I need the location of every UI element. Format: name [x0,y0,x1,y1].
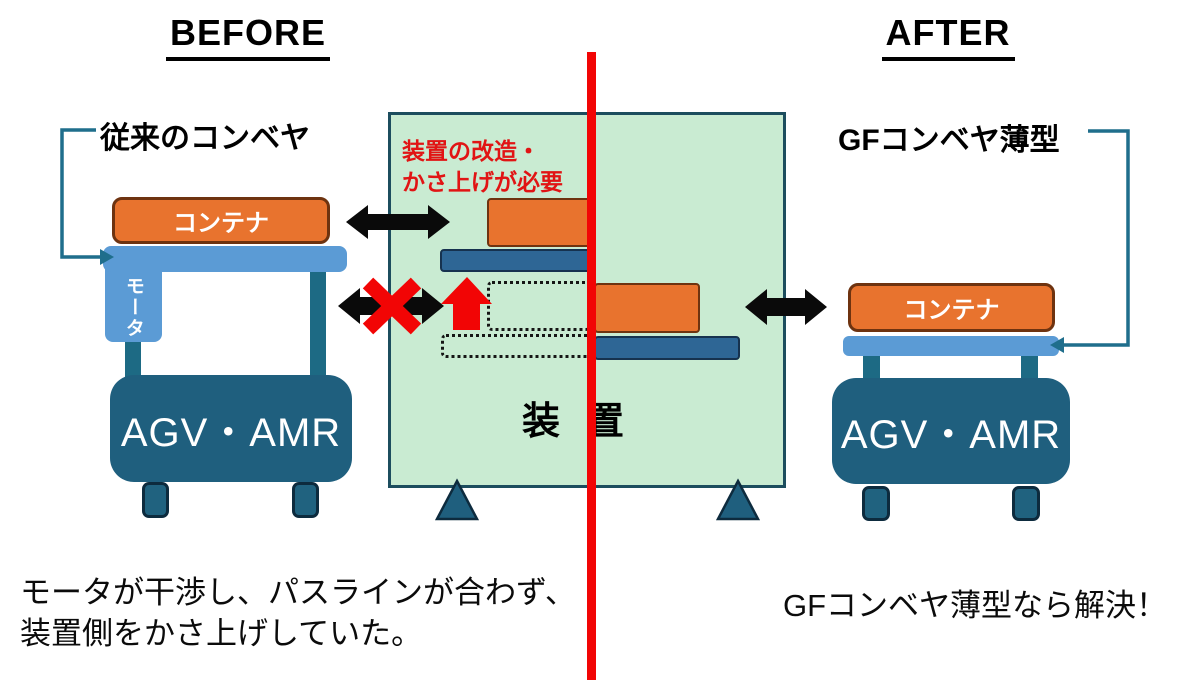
equipment-raised-container [487,198,592,247]
warning-line-2: かさ上げが必要 [402,169,563,195]
after-conveyor-label: GFコンベヤ薄型 [838,124,1060,157]
before-after-divider-line [587,52,596,680]
after-pointer-elbow-arrow-icon [1050,129,1130,353]
after-title: AFTER [828,12,1068,61]
before-conveyor-bar [103,246,347,272]
warning-line-1: 装置の改造・ [402,138,540,164]
before-caption-line-2: 装置側をかさ上げしていた。 [20,616,423,651]
after-leg-right [1021,356,1038,380]
equipment-original-conveyor-outline [441,334,592,358]
after-container-label: コンテナ [903,297,1000,324]
after-thin-conveyor-bar [843,336,1059,356]
equipment-label: 装置 [522,401,651,443]
before-agv-body: AGV・AMR [110,375,352,482]
before-leg-right [310,270,326,377]
before-conveyor-label: 従来のコンベヤ [100,122,310,155]
before-wheel-right [292,482,319,518]
before-caption-line-1: モータが干渉し、パスラインが合わず、 [20,575,576,610]
before-container-box: コンテナ [112,197,330,244]
equipment-warning-text: 装置の改造・ かさ上げが必要 [402,136,563,198]
before-wheel-left [142,482,169,518]
after-agv-body: AGV・AMR [832,378,1070,484]
before-caption: モータが干渉し、パスラインが合わず、 装置側をかさ上げしていた。 [20,572,576,654]
equipment-after-conveyor-bar [594,336,740,360]
before-container-label: コンテナ [173,210,269,237]
before-agv-label: AGV・AMR [120,410,342,455]
before-title: BEFORE [128,12,368,61]
after-leg-left [863,356,880,380]
equipment-after-container [594,283,700,333]
after-wheel-left [862,486,890,521]
equipment-original-container-outline [487,281,591,331]
before-motor-label: モータ [123,276,144,339]
after-container-box: コンテナ [848,283,1055,332]
after-agv-label: AGV・AMR [840,413,1062,457]
after-wheel-right [1012,486,1040,521]
equipment-raised-conveyor-bar [440,249,593,272]
after-caption: GFコンベヤ薄型なら解決！ [783,588,1168,623]
